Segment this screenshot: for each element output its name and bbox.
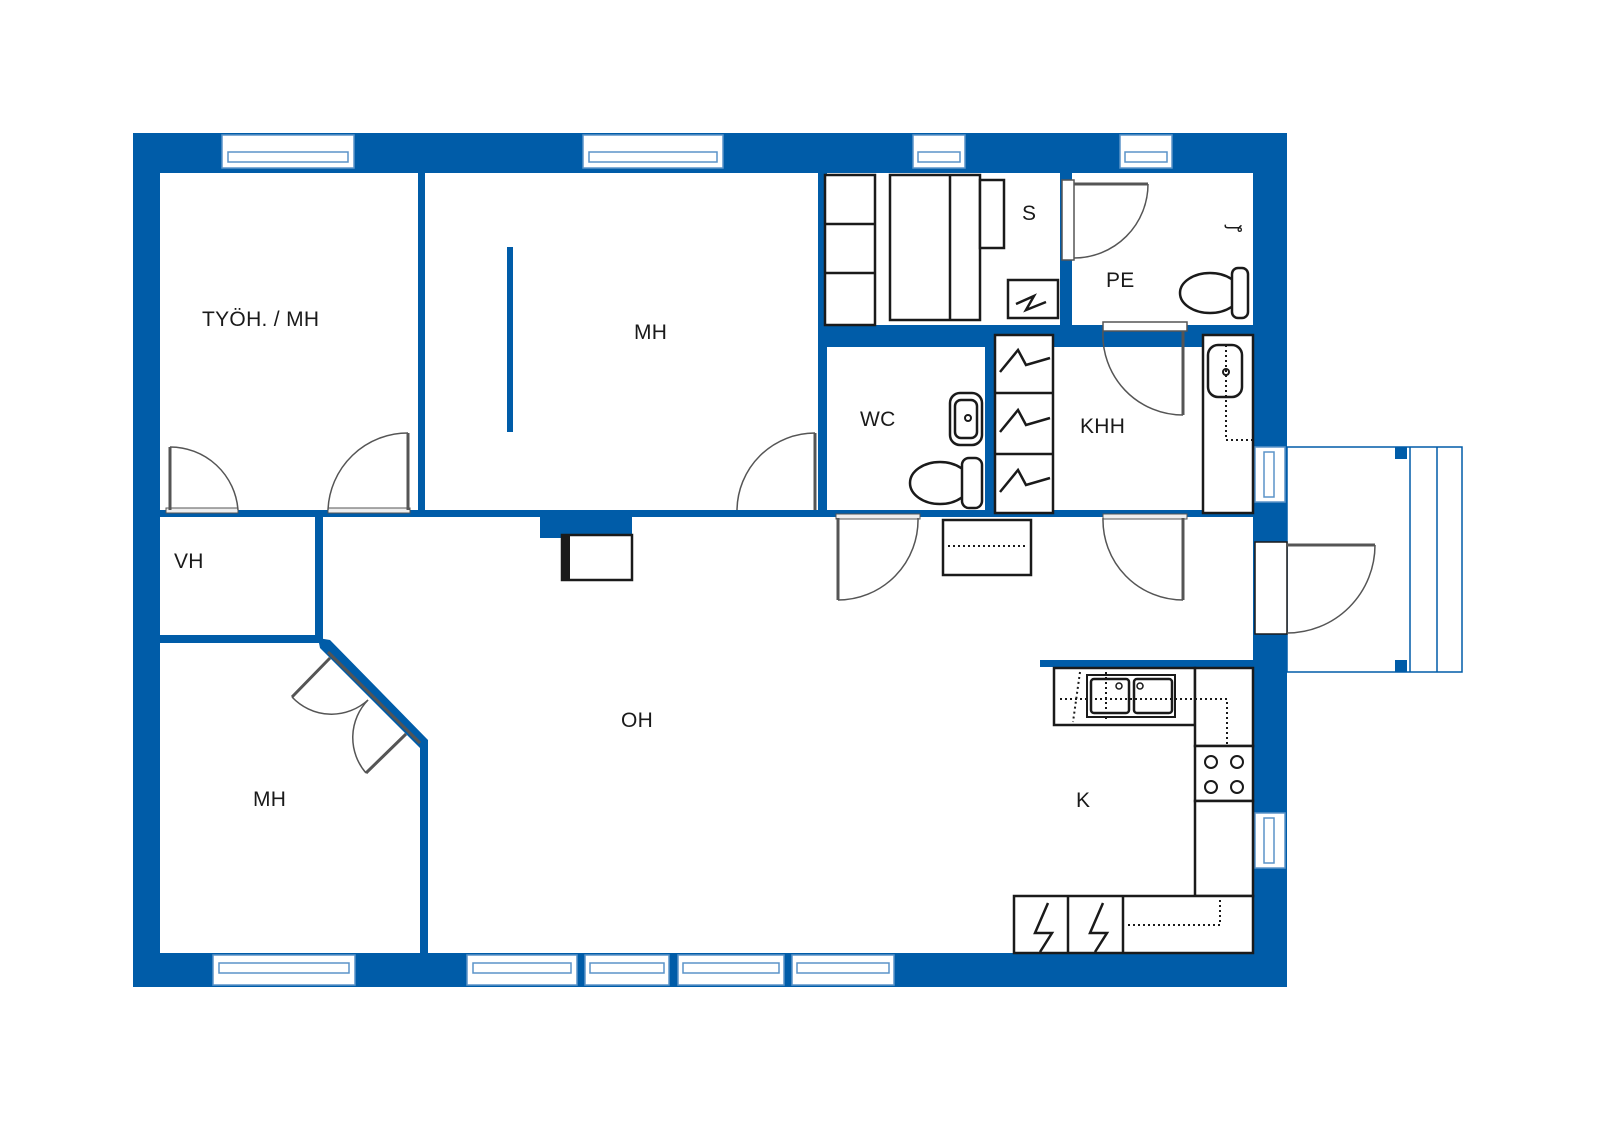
room-label-oh: OH <box>621 709 654 732</box>
closets <box>823 173 1060 327</box>
room-doors <box>165 432 1188 775</box>
wc-fixtures <box>908 391 984 510</box>
room-label-wc: WC <box>860 408 896 431</box>
windows-top <box>221 134 1173 169</box>
room-label-s: S <box>1022 202 1037 225</box>
room-label-k: K <box>1076 789 1091 812</box>
pe-fixtures: ʆ <box>1061 179 1250 320</box>
khh-fixtures <box>993 321 1255 515</box>
windows-bottom <box>212 954 895 986</box>
room-label-pe: PE <box>1106 269 1135 292</box>
room-label-mh-bottom: MH <box>253 788 287 811</box>
room-label-khh: KHH <box>1080 415 1126 438</box>
windows-right <box>1254 446 1286 869</box>
room-label-tyoh-mh: TYÖH. / MH <box>202 308 320 331</box>
interior-walls <box>160 173 1263 953</box>
room-label-mh-top: MH <box>634 321 668 344</box>
svg-text:ʆ: ʆ <box>1222 224 1242 232</box>
entrance-door <box>1254 541 1376 635</box>
kitchen-fixtures <box>1012 666 1255 955</box>
room-label-vh: VH <box>174 550 204 573</box>
